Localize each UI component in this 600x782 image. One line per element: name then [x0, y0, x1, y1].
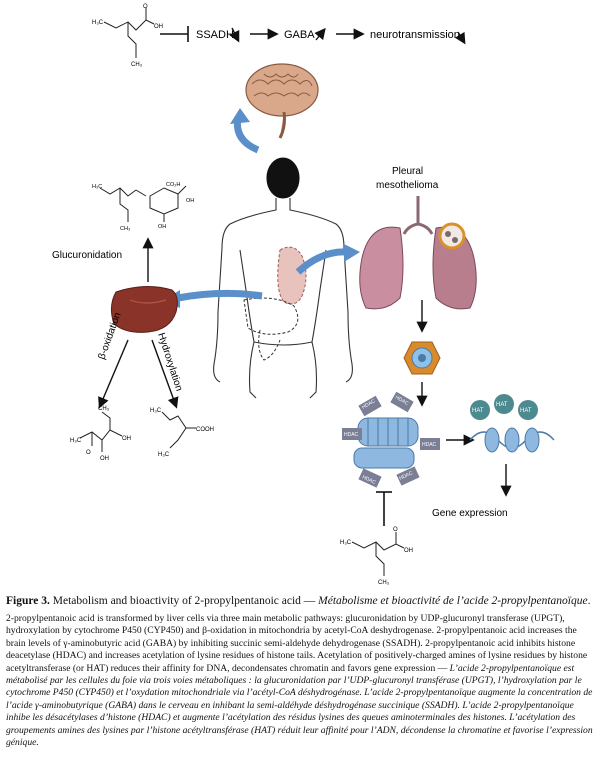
ssadh-label: SSADH — [196, 29, 234, 41]
lungs-illustration — [359, 196, 477, 310]
figure-number: Figure 3. — [6, 595, 50, 607]
neuro-up-arrow — [454, 31, 466, 45]
chem-oh-beta-2: OH — [122, 436, 131, 442]
hdac-tag-1 — [358, 395, 382, 417]
chem-h3c-top: H₃C — [92, 20, 104, 26]
hdac-label-5: HDAC — [361, 474, 377, 486]
hat-label-1: HAT — [472, 408, 484, 414]
hdac-tag-6 — [396, 466, 420, 486]
caption-title-en: Metabolism and bioactivity of 2-propylpe… — [52, 595, 316, 607]
human-body-outline — [213, 157, 353, 399]
chem-ch3-top: CH₃ — [131, 62, 143, 68]
caption-body-en: 2-propylpentanoic acid is transformed by… — [6, 613, 588, 674]
chem-co2h-gluc: CO₂H — [166, 182, 180, 188]
chem-h3c-gluc: H₃C — [92, 184, 102, 190]
pleural-label: Pleural — [392, 166, 423, 177]
chromatin-open — [469, 427, 555, 453]
blue-arrow-to-brain — [230, 108, 260, 154]
figure-diagram: H₃C O OH CH₃ SSADH GABA neurotransmissio… — [52, 4, 555, 586]
glucuronide-structure — [99, 185, 187, 222]
hdac-tag-5 — [358, 468, 382, 488]
arrow-beta-oxidation — [98, 339, 129, 409]
hdac-label-6: HDAC — [398, 470, 414, 482]
hat-tag-1 — [470, 400, 490, 420]
chem-oh-beta-1: OH — [100, 456, 109, 462]
gaba-label: GABA — [284, 29, 315, 41]
caption-title-fr: Métabolisme et bioactivité de l’acide 2-… — [318, 595, 588, 607]
mesothelioma-label: mesothelioma — [376, 180, 439, 191]
hdac-tag-3 — [342, 428, 362, 440]
hat-tag-3 — [518, 400, 538, 420]
caption-title: Figure 3. Metabolism and bioactivity of … — [6, 594, 594, 609]
chem-oh-bottom: OH — [404, 548, 413, 554]
ssadh-down-arrow — [229, 27, 240, 43]
inhibition-hdac — [376, 491, 392, 526]
chem-o-top: O — [143, 4, 148, 10]
caption-body: 2-propylpentanoic acid is transformed by… — [6, 613, 594, 749]
chem-oh-gluc-1: OH — [186, 198, 194, 204]
chem-h3c-hydrox-1: H₃C — [150, 408, 162, 414]
chem-h3c-bottom: H₃C — [340, 540, 352, 546]
arrow-hydroxylation — [151, 339, 179, 409]
chromatin-condensed — [353, 417, 419, 469]
chem-o-bottom: O — [393, 527, 398, 533]
chem-ch3-beta: CH₃ — [98, 406, 110, 412]
chem-o-beta: O — [86, 450, 91, 456]
blue-arrow-to-lung — [295, 244, 360, 275]
chem-oh-gluc-2: OH — [158, 224, 166, 230]
caption-title-end: . — [587, 595, 591, 607]
chem-h3c-beta: H₃C — [70, 438, 82, 444]
chem-ch3-bottom: CH₃ — [378, 580, 390, 586]
chem-h3c-hydrox-2: H₃C — [158, 452, 170, 458]
diagram-canvas: H₃C O OH CH₃ SSADH GABA neurotransmissio… — [52, 4, 555, 586]
internal-organs — [243, 246, 307, 361]
brain-illustration — [245, 63, 319, 139]
tumor-cell-illustration — [403, 341, 441, 375]
neurotransmission-label: neurotransmission — [370, 29, 460, 41]
valproate-structure-top — [103, 8, 155, 58]
hdac-label-3: HDAC — [344, 432, 359, 438]
gene-expression-label: Gene expression — [432, 508, 508, 519]
hat-label-2: HAT — [496, 402, 508, 408]
hat-tag-2 — [494, 394, 514, 414]
hydroxylation-product-structure — [161, 411, 196, 449]
inhibition-ssadh — [160, 26, 189, 42]
chem-oh-top: OH — [154, 24, 163, 30]
hdac-label-4: HDAC — [422, 442, 437, 448]
hat-label-3: HAT — [520, 408, 532, 414]
chem-ch3-gluc: CH₃ — [120, 226, 130, 232]
glucuronidation-label: Glucuronidation — [52, 250, 122, 261]
caption-body-fr: L’acide 2-propylpentanoïque est métaboli… — [6, 662, 593, 749]
beta-oxidation-product-structure — [79, 411, 123, 452]
beta-oxidation-label: β-oxidation — [96, 311, 123, 361]
gaba-up-arrow — [314, 27, 326, 41]
chem-cooh-hydrox: COOH — [196, 427, 214, 433]
valproate-structure-bottom — [351, 532, 405, 576]
hdac-tag-4 — [420, 438, 440, 450]
figure-caption: Figure 3. Metabolism and bioactivity of … — [6, 594, 594, 749]
hdac-tag-2 — [390, 391, 414, 413]
liver-illustration — [110, 286, 178, 333]
